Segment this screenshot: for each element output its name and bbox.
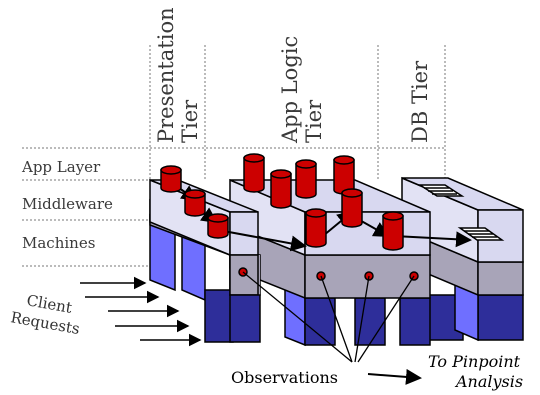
tier-db: DB Tier [408, 60, 432, 143]
component-cylinder [184, 189, 206, 217]
pinpoint-line2: Analysis [454, 372, 523, 391]
component-cylinder [295, 159, 317, 199]
component-cylinder [382, 211, 404, 251]
tier-presentation-line1: Presentation [154, 7, 178, 143]
observation-lines [242, 271, 422, 385]
layer-middleware: Middleware [22, 195, 113, 213]
layer-app: App Layer [21, 158, 101, 176]
tier-applogic-line1: App Logic [278, 36, 302, 144]
component-cylinder [160, 165, 182, 193]
tier-presentation-line2: Tier [178, 99, 202, 143]
component-cylinder [305, 208, 327, 248]
client-request-arrows [80, 276, 202, 347]
component-cylinder [243, 153, 265, 193]
pinpoint-line1: To Pinpoint [428, 352, 521, 371]
tier-applogic-line2: Tier [302, 99, 326, 143]
observations-label: Observations [231, 368, 338, 387]
component-cylinder [270, 169, 292, 209]
component-cylinder [207, 213, 229, 239]
app-components [160, 153, 404, 251]
grid-lines [22, 45, 446, 267]
component-cylinder [341, 188, 363, 228]
layer-machines: Machines [22, 234, 95, 252]
